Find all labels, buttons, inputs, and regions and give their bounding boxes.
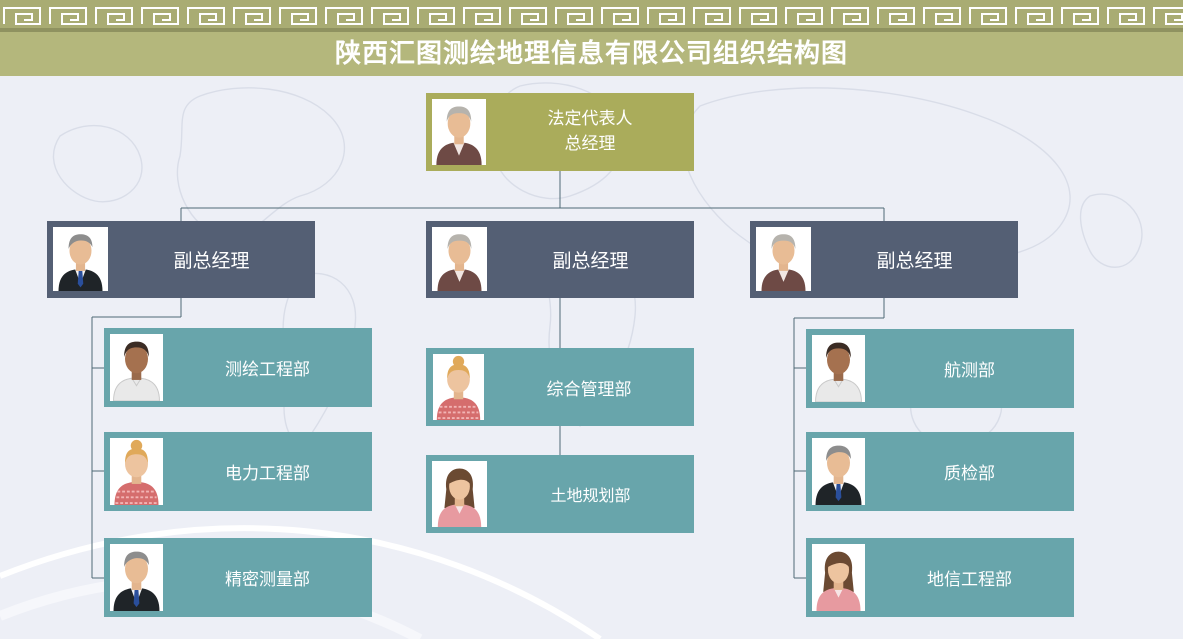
dept-survey-avatar <box>110 334 163 401</box>
woman-long-hair-icon <box>812 544 865 611</box>
dept-node-aerial[interactable]: 航测部 <box>806 329 1074 408</box>
ceo-label: 法定代表人 总经理 <box>486 93 694 171</box>
vp-right-avatar <box>756 227 811 291</box>
elder-man-icon <box>432 227 487 291</box>
ceo-title-line1: 法定代表人 <box>547 109 633 129</box>
dept-land-avatar <box>432 461 487 527</box>
dept-node-qc[interactable]: 质检部 <box>806 432 1074 511</box>
dept-admin-avatar <box>433 354 484 420</box>
vp-center-label: 副总经理 <box>552 250 629 272</box>
dept-node-power[interactable]: 电力工程部 <box>104 432 372 511</box>
dept-power-avatar <box>110 438 163 505</box>
dept-admin-label: 综合管理部 <box>546 379 632 400</box>
page-title: 陕西汇图测绘地理信息有限公司组织结构图 <box>334 39 848 69</box>
vp-node-center[interactable]: 副总经理 <box>426 221 694 298</box>
elder-man-icon <box>756 227 811 291</box>
band-bottom-stripe <box>0 28 1183 32</box>
vp-left-avatar <box>53 227 108 291</box>
dept-node-admin[interactable]: 综合管理部 <box>426 348 694 426</box>
dept-node-gis[interactable]: 地信工程部 <box>806 538 1074 617</box>
dept-qc-label: 质检部 <box>944 464 995 484</box>
woman-bun-icon <box>433 354 484 420</box>
woman-long-hair-icon <box>432 461 487 527</box>
ceo-title-line2: 总经理 <box>564 134 616 154</box>
title-bar: 陕西汇图测绘地理信息有限公司组织结构图 <box>0 32 1183 76</box>
man-suit-icon <box>110 544 163 611</box>
elder-man-icon <box>432 99 486 165</box>
dept-node-land[interactable]: 土地规划部 <box>426 455 694 533</box>
dept-precision-avatar <box>110 544 163 611</box>
dept-qc-avatar <box>812 438 865 505</box>
dept-land-label: 土地规划部 <box>550 486 631 505</box>
fret-motif <box>3 7 1183 25</box>
decorative-band <box>0 0 1183 32</box>
dept-node-survey[interactable]: 测绘工程部 <box>104 328 372 407</box>
vp-right-label: 副总经理 <box>876 250 953 272</box>
dept-gis-label: 地信工程部 <box>927 570 1012 590</box>
dept-aerial-label: 航测部 <box>944 361 995 381</box>
vp-node-left[interactable]: 副总经理 <box>47 221 315 298</box>
dept-aerial-avatar <box>812 335 865 402</box>
dept-precision-label: 精密测量部 <box>225 570 310 590</box>
ceo-avatar <box>432 99 486 165</box>
man-shirt-icon <box>812 335 865 402</box>
dept-survey-label: 测绘工程部 <box>225 360 310 380</box>
dept-node-precision[interactable]: 精密测量部 <box>104 538 372 617</box>
woman-bun-icon <box>110 438 163 505</box>
fret-pattern <box>0 7 1183 32</box>
man-shirt-icon <box>110 334 163 401</box>
man-suit-icon <box>812 438 865 505</box>
vp-node-right[interactable]: 副总经理 <box>750 221 1018 298</box>
vp-left-label: 副总经理 <box>173 250 250 272</box>
dept-power-label: 电力工程部 <box>225 464 310 484</box>
vp-center-avatar <box>432 227 487 291</box>
man-suit-icon <box>53 227 108 291</box>
dept-gis-avatar <box>812 544 865 611</box>
ceo-node[interactable]: 法定代表人 总经理 <box>426 93 694 171</box>
